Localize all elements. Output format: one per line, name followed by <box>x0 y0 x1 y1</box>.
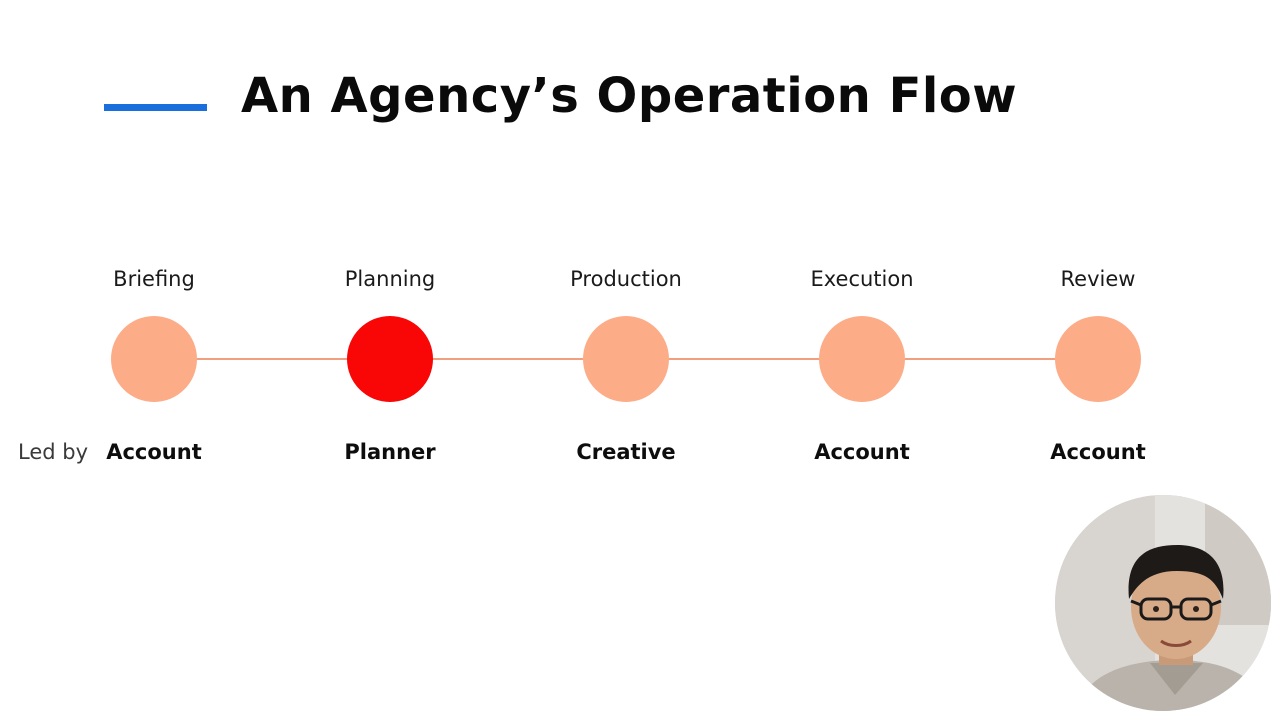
step-label: Planning <box>290 265 490 293</box>
step-owner: Account <box>998 438 1198 466</box>
step-node <box>583 316 669 402</box>
step-node-active <box>347 316 433 402</box>
presenter-webcam-avatar-icon <box>1055 495 1271 711</box>
step-owner: Planner <box>290 438 490 466</box>
presenter-illustration <box>1055 495 1271 711</box>
step-label: Execution <box>762 265 962 293</box>
step-label: Review <box>998 265 1198 293</box>
step-label: Briefing <box>54 265 254 293</box>
step-label: Production <box>526 265 726 293</box>
step-owner: Creative <box>526 438 726 466</box>
title-accent-bar <box>104 104 207 111</box>
led-by-label: Led by <box>18 438 88 466</box>
slide-title: An Agency’s Operation Flow <box>241 64 1017 128</box>
step-node <box>111 316 197 402</box>
step-node <box>819 316 905 402</box>
step-node <box>1055 316 1141 402</box>
step-owner: Account <box>762 438 962 466</box>
